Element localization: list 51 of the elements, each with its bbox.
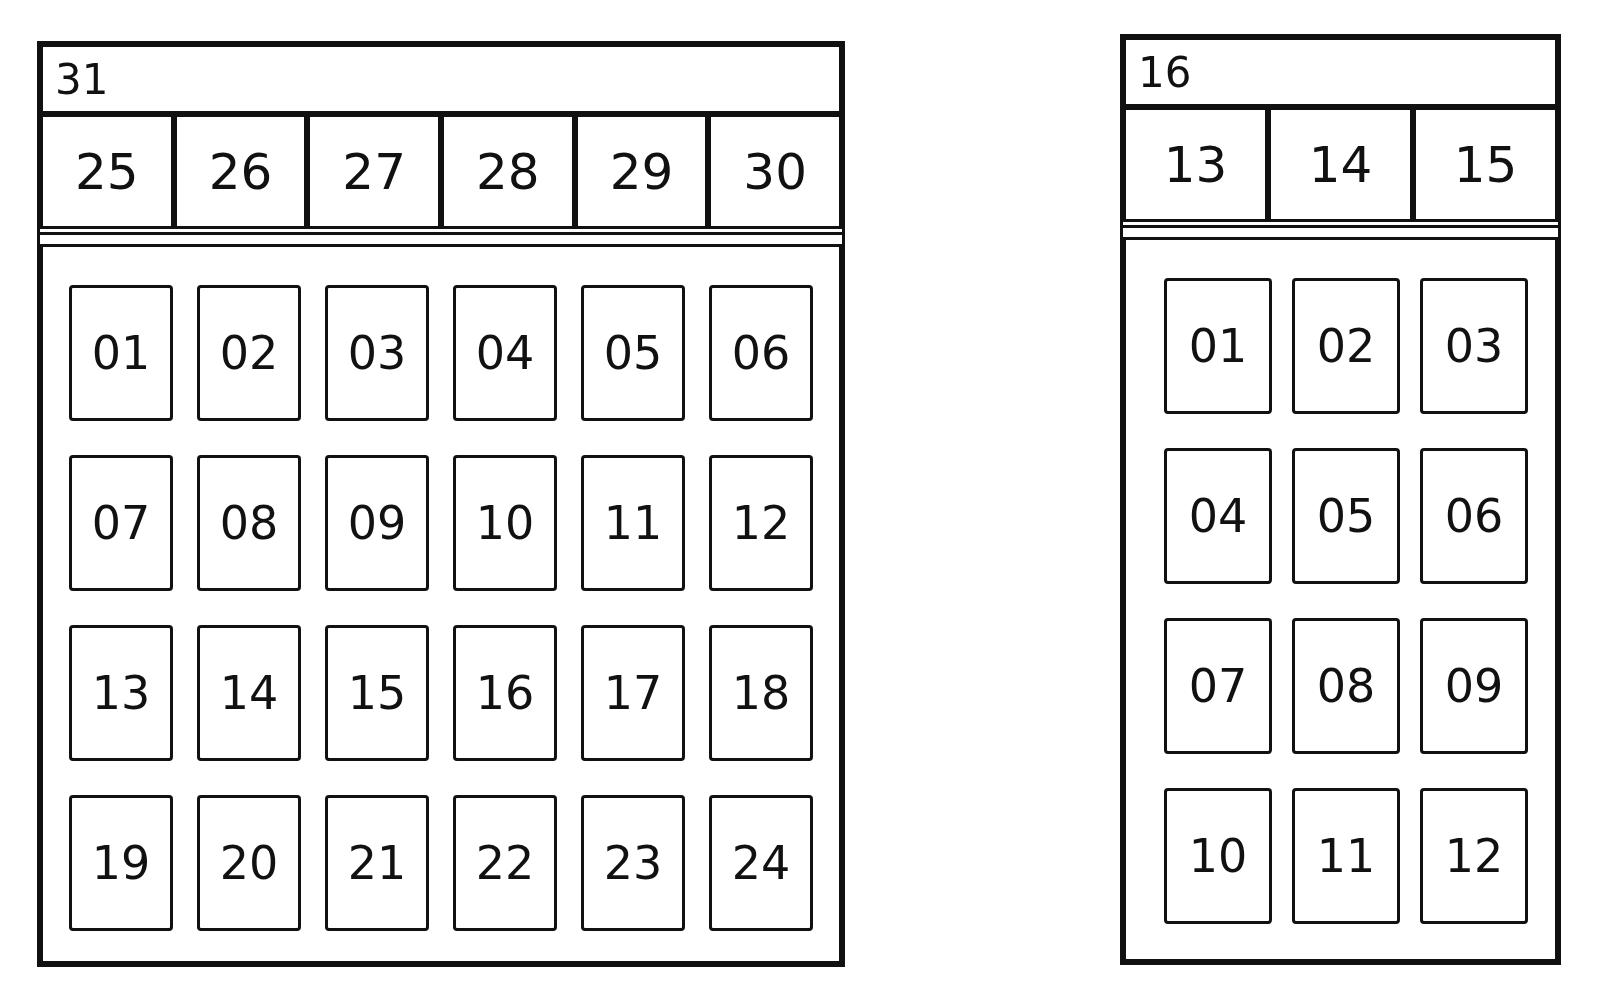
- header-bar: 31: [40, 44, 842, 114]
- number-box: 23: [581, 795, 685, 931]
- number-box: 07: [1164, 618, 1272, 754]
- number-cell: 28: [441, 114, 575, 229]
- number-box: 04: [1164, 448, 1272, 584]
- number-box: 21: [325, 795, 429, 931]
- inner-panel: [40, 244, 842, 964]
- panel-frame: [37, 41, 845, 967]
- number-box: 15: [325, 625, 429, 761]
- number-box: 07: [69, 455, 173, 591]
- number-box: 12: [709, 455, 813, 591]
- number-box: 16: [453, 625, 557, 761]
- number-box: 08: [1292, 618, 1400, 754]
- number-box: 14: [197, 625, 301, 761]
- number-box: 10: [1164, 788, 1272, 924]
- number-box: 11: [581, 455, 685, 591]
- number-box: 06: [709, 285, 813, 421]
- number-box: 08: [197, 455, 301, 591]
- number-box: 13: [69, 625, 173, 761]
- panel-frame: [1120, 34, 1561, 965]
- number-cell: 25: [40, 114, 174, 229]
- number-box: 19: [69, 795, 173, 931]
- number-box: 02: [1292, 278, 1400, 414]
- number-box: 05: [581, 285, 685, 421]
- number-box: 24: [709, 795, 813, 931]
- number-cell: 30: [708, 114, 842, 229]
- number-box: 12: [1420, 788, 1528, 924]
- number-cell: 14: [1268, 107, 1413, 222]
- number-box: 04: [453, 285, 557, 421]
- header-bar: 16: [1123, 37, 1558, 107]
- inner-panel: [1123, 237, 1558, 962]
- number-box: 22: [453, 795, 557, 931]
- number-box: 09: [325, 455, 429, 591]
- number-cell: 26: [173, 114, 308, 229]
- number-box: 10: [453, 455, 557, 591]
- number-cell: 15: [1413, 107, 1558, 222]
- number-box: 03: [1420, 278, 1528, 414]
- number-box: 01: [69, 285, 173, 421]
- number-box: 09: [1420, 618, 1528, 754]
- number-box: 18: [709, 625, 813, 761]
- number-box: 11: [1292, 788, 1400, 924]
- number-box: 01: [1164, 278, 1272, 414]
- number-box: 06: [1420, 448, 1528, 584]
- number-box: 03: [325, 285, 429, 421]
- number-box: 17: [581, 625, 685, 761]
- number-box: 20: [197, 795, 301, 931]
- number-box: 05: [1292, 448, 1400, 584]
- number-cell: 13: [1123, 107, 1268, 222]
- number-cell: 27: [307, 114, 441, 229]
- number-cell: 29: [574, 114, 709, 229]
- number-box: 02: [197, 285, 301, 421]
